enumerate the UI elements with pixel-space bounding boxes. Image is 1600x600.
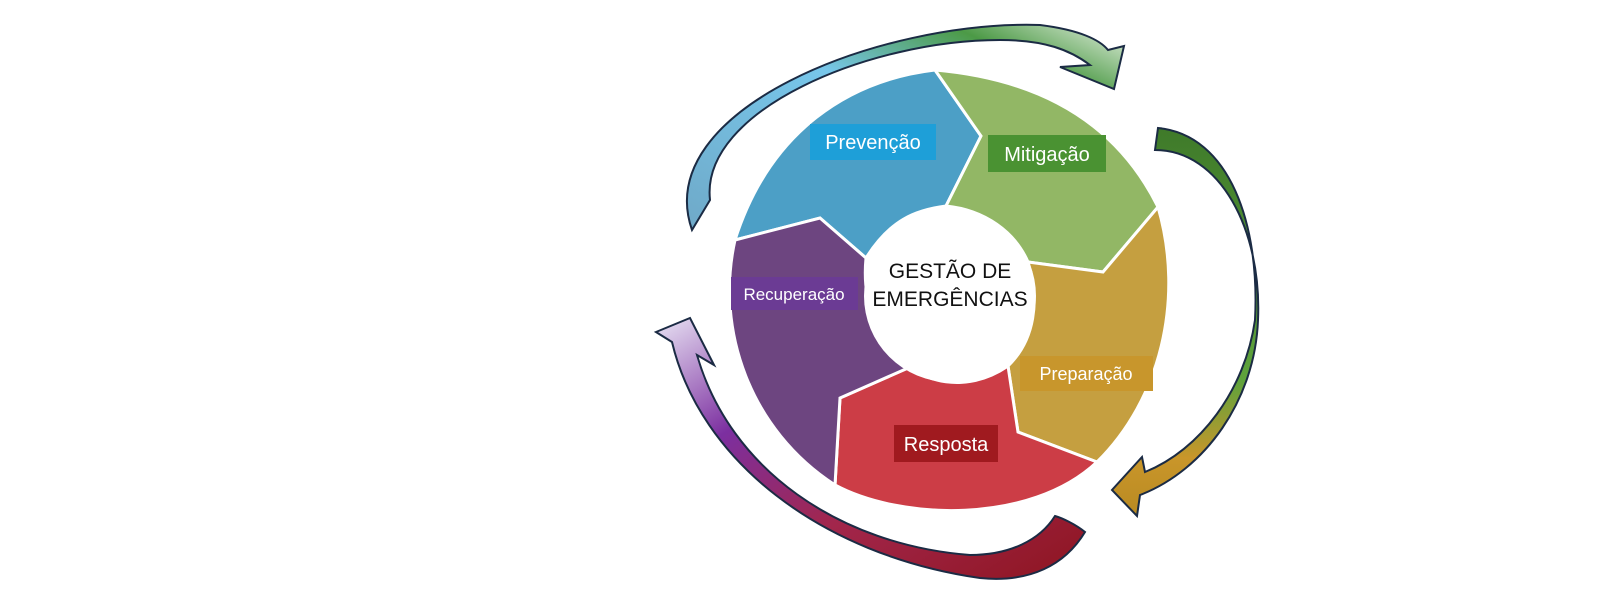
label-resposta: Resposta	[894, 425, 998, 462]
label-recuperacao-text: Recuperação	[743, 285, 844, 304]
center-title-line2: EMERGÊNCIAS	[872, 288, 1027, 311]
label-preparacao-text: Preparação	[1039, 364, 1132, 384]
cycle-arrow-bottom-icon	[653, 316, 1087, 580]
label-mitigacao: Mitigação	[988, 135, 1106, 172]
cycle-arrow-right-icon	[1110, 126, 1260, 519]
label-mitigacao-text: Mitigação	[1004, 144, 1090, 166]
center-circle	[864, 210, 1036, 382]
label-resposta-text: Resposta	[904, 434, 989, 456]
label-prevencao: Prevenção	[810, 124, 936, 160]
label-preparacao: Preparação	[1020, 356, 1153, 391]
label-recuperacao: Recuperação	[731, 277, 858, 310]
cycle-arrow-top-icon	[685, 23, 1126, 233]
label-prevencao-text: Prevenção	[825, 132, 921, 154]
center-title-line1: GESTÃO DE	[889, 259, 1012, 283]
segment-prevencao[interactable]	[732, 68, 983, 261]
